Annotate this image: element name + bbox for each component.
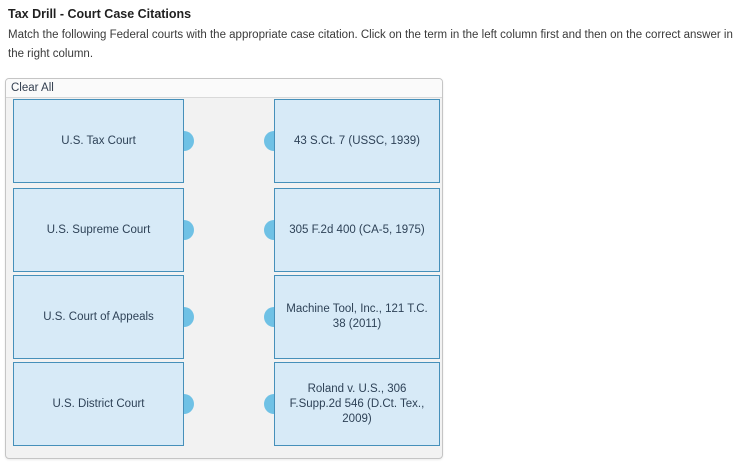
instructions-text: Match the following Federal courts with … [8, 29, 733, 60]
page-title: Tax Drill - Court Case Citations [8, 7, 192, 21]
answer-box-43-sct-7[interactable]: 43 S.Ct. 7 (USSC, 1939) [264, 99, 440, 183]
answer-label: 305 F.2d 400 (CA-5, 1975) [289, 223, 425, 236]
answer-box-machine-tool[interactable]: Machine Tool, Inc., 121 T.C. 38 (2011) [264, 275, 440, 359]
term-label: U.S. District Court [52, 397, 145, 410]
clear-all-label: Clear All [11, 82, 54, 94]
connector-dot-icon [184, 307, 194, 327]
term-box-us-tax-court[interactable]: U.S. Tax Court [13, 99, 194, 183]
connector-dot-icon [264, 307, 274, 327]
clear-all-button[interactable]: Clear All [6, 79, 442, 98]
match-row: U.S. Tax Court 43 S.Ct. 7 (USSC, 1939) [6, 99, 442, 183]
term-label: U.S. Court of Appeals [43, 310, 154, 323]
connector-dot-icon [184, 220, 194, 240]
term-box-us-court-of-appeals[interactable]: U.S. Court of Appeals [13, 275, 194, 359]
answer-label: 43 S.Ct. 7 (USSC, 1939) [294, 134, 420, 147]
term-box-us-district-court[interactable]: U.S. District Court [13, 362, 194, 446]
match-row: U.S. Court of Appeals Machine Tool, Inc.… [6, 275, 442, 359]
answer-box-roland-v-us[interactable]: Roland v. U.S., 306 F.Supp.2d 546 (D.Ct.… [264, 362, 440, 446]
match-row: U.S. District Court Roland v. U.S., 306 … [6, 362, 442, 446]
term-label: U.S. Supreme Court [46, 223, 151, 236]
connector-dot-icon [264, 394, 274, 414]
answer-label: Roland v. U.S., 306 F.Supp.2d 546 (D.Ct.… [289, 382, 425, 425]
match-row: U.S. Supreme Court 305 F.2d 400 (CA-5, 1… [6, 188, 442, 272]
connector-dot-icon [184, 131, 194, 151]
answer-label: Machine Tool, Inc., 121 T.C. 38 (2011) [286, 303, 428, 330]
connector-dot-icon [264, 131, 274, 151]
matching-panel: Clear All U.S. Tax Court 43 S.Ct. 7 (USS… [5, 78, 443, 459]
connector-dot-icon [264, 220, 274, 240]
term-label: U.S. Tax Court [61, 134, 136, 147]
connector-dot-icon [184, 394, 194, 414]
term-box-us-supreme-court[interactable]: U.S. Supreme Court [13, 188, 194, 272]
answer-box-305-f2d-400[interactable]: 305 F.2d 400 (CA-5, 1975) [264, 188, 440, 272]
